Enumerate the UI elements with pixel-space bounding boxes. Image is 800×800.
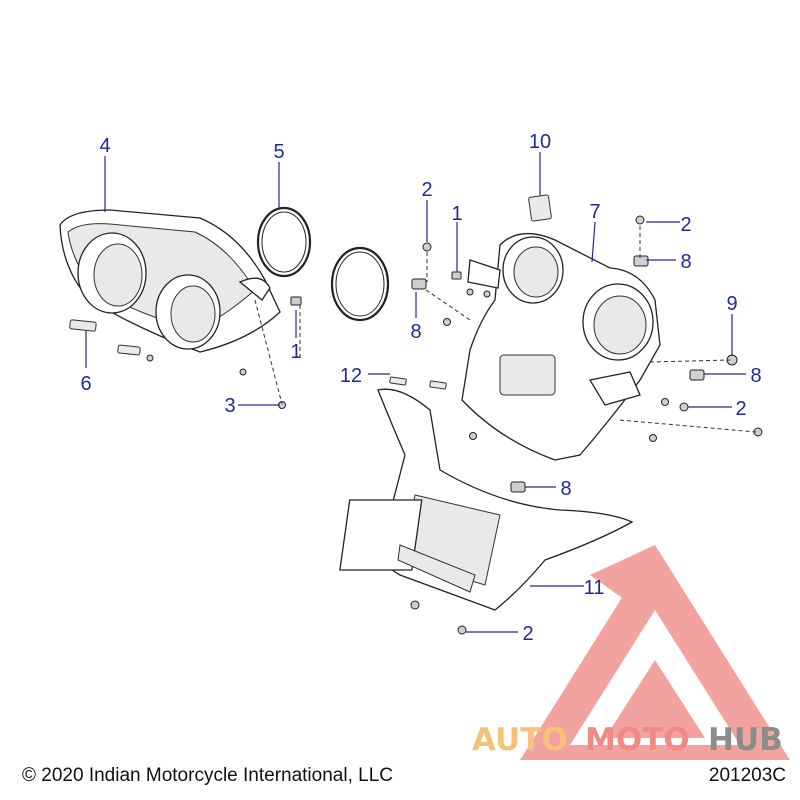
callout-11: 11: [584, 577, 605, 599]
part-clips: [410, 215, 763, 635]
callout-8: 8: [680, 251, 691, 273]
copyright-notice: © 2020 Indian Motorcycle International, …: [22, 765, 393, 786]
callout-8: 8: [750, 365, 761, 387]
part-decal-10: [528, 194, 552, 222]
callout-1: 1: [451, 203, 462, 225]
callout-2: 2: [735, 398, 746, 420]
automotohub-wordmark: AUTO MOTO HUB: [472, 722, 783, 758]
callout-3: 3: [224, 395, 235, 417]
part-lower-panel: [339, 388, 634, 611]
callout-10: 10: [529, 131, 551, 153]
part-o-ring-5: [256, 206, 390, 322]
callout-9: 9: [726, 293, 737, 315]
part-bezel-housing: [59, 209, 281, 353]
wordmark-hub: HUB: [708, 722, 783, 758]
logo-chevron: [590, 545, 655, 600]
wordmark-moto: MOTO: [585, 722, 690, 758]
part-lens-6a: [69, 319, 97, 332]
callout-6: 6: [80, 373, 91, 395]
callout-2: 2: [522, 623, 533, 645]
callout-labels: 4 5 1 6 3 2 1 10 7 2 8 8 9 8 2 12 8 11 2: [80, 131, 761, 645]
automotohub-logo: [520, 545, 790, 760]
callout-8: 8: [560, 478, 571, 500]
callout-12: 12: [340, 365, 362, 387]
leader-lines: [85, 152, 746, 633]
part-lens-6b: [117, 344, 141, 356]
logo-triangle-core: [605, 660, 705, 738]
part-trim-12a: [389, 376, 407, 386]
part-trim-12b: [429, 380, 447, 390]
callout-2: 2: [680, 214, 691, 236]
callout-7: 7: [589, 201, 600, 223]
wordmark-auto: AUTO: [472, 722, 568, 758]
part-screw-left: [146, 296, 302, 409]
callout-2: 2: [421, 179, 432, 201]
callout-1: 1: [290, 341, 301, 363]
callout-5: 5: [273, 141, 284, 163]
drawing-number: 201203C: [708, 765, 786, 786]
callout-4: 4: [99, 135, 110, 157]
callout-8: 8: [410, 321, 421, 343]
part-mount-bracket: [461, 233, 661, 461]
